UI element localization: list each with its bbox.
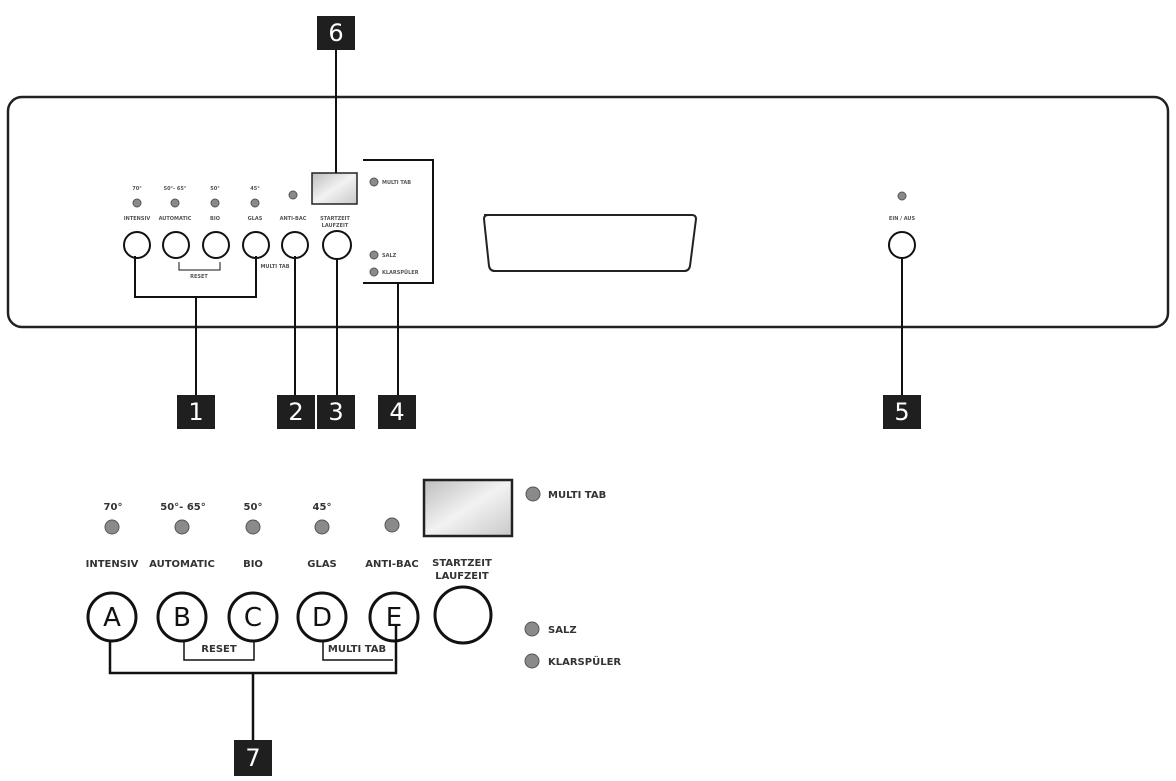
button-letter: A — [103, 603, 121, 633]
panel-program-label: BIO — [210, 216, 220, 222]
detail-led-multitab — [525, 486, 541, 502]
detail-display — [422, 478, 514, 538]
panel-display — [311, 172, 358, 205]
callout-badge-6 — [317, 16, 355, 50]
detail-program-label: ANTI-BAC — [365, 559, 419, 570]
detail-button-d[interactable] — [296, 591, 348, 643]
detail-indicator-label: KLARSPÜLER — [548, 654, 621, 668]
detail-led-intensiv — [104, 519, 120, 535]
detail-temp-label: 50°- 65° — [160, 502, 205, 513]
detail-led-klarspueler — [524, 653, 540, 669]
panel-button-automatic[interactable] — [162, 231, 190, 259]
callout-number: 7 — [245, 744, 260, 772]
detail-laufzeit-label: LAUFZEIT — [435, 571, 489, 582]
panel-program-label: AUTOMATIC — [159, 216, 192, 222]
detail-button-c[interactable] — [227, 591, 279, 643]
panel-led-multitab — [369, 177, 379, 187]
callout-number: 5 — [894, 398, 909, 426]
panel-multitab-label: MULTI TAB — [260, 264, 289, 270]
detail-program-label: INTENSIV — [86, 559, 139, 570]
callout-number: 4 — [389, 398, 404, 426]
button-letter: B — [173, 603, 191, 633]
detail-reset-label: RESET — [201, 644, 237, 655]
callout-badge-4 — [378, 395, 416, 429]
callout-number: 1 — [188, 398, 203, 426]
callout-badge-3 — [317, 395, 355, 429]
panel-led-klarspueler — [369, 267, 379, 277]
control-panel — [6, 95, 1170, 329]
detail-button-a[interactable] — [86, 591, 138, 643]
callout-number: 2 — [288, 398, 303, 426]
panel-button-glas[interactable] — [242, 231, 270, 259]
callout-badge-5 — [883, 395, 921, 429]
detail-led-automatic — [174, 519, 190, 535]
button-letter: D — [312, 603, 332, 633]
detail-led-anti-bac — [384, 517, 400, 533]
led-automatic — [170, 198, 180, 208]
led-bio — [210, 198, 220, 208]
led-intensiv — [132, 198, 142, 208]
callout-number: 3 — [328, 398, 343, 426]
panel-indicator-label: KLARSPÜLER — [382, 269, 419, 276]
detail-button-b[interactable] — [156, 591, 208, 643]
panel-temp-label: 45° — [250, 186, 260, 192]
detail-temp-label: 45° — [313, 502, 332, 513]
detail-multitab-bracket — [322, 642, 393, 661]
detail-temp-label: 50° — [244, 502, 263, 513]
panel-temp-label: 70° — [132, 186, 142, 192]
panel-startzeit-label: STARTZEIT — [320, 216, 350, 222]
panel-program-label: GLAS — [248, 216, 263, 222]
detail-indicator-label: SALZ — [548, 625, 577, 636]
callout-badge-2 — [277, 395, 315, 429]
panel-button-anti-bac[interactable] — [281, 231, 309, 259]
detail-led-salz — [524, 621, 540, 637]
detail-indicator-label: MULTI TAB — [548, 490, 606, 501]
power-led — [897, 191, 907, 201]
panel-led-salz — [369, 250, 379, 260]
panel-reset-label: RESET — [190, 274, 208, 280]
panel-program-label: INTENSIV — [124, 216, 151, 222]
detail-multitab-label: MULTI TAB — [328, 644, 386, 655]
led-glas — [250, 198, 260, 208]
panel-button-intensiv[interactable] — [123, 231, 151, 259]
panel-indicator-label: MULTI TAB — [382, 180, 411, 186]
detail-temp-label: 70° — [104, 502, 123, 513]
callout-number: 6 — [328, 19, 343, 47]
detail-startzeit-label: STARTZEIT — [432, 558, 492, 569]
detail-program-label: BIO — [243, 559, 263, 570]
detail-program-label: GLAS — [307, 559, 337, 570]
callout-badge-7 — [234, 740, 272, 776]
button-letter: E — [386, 603, 402, 633]
detail-reset-bracket — [183, 642, 255, 661]
detail-button-e[interactable] — [368, 591, 420, 643]
panel-reset-bracket — [178, 262, 221, 271]
detail-button-startzeit[interactable] — [433, 585, 493, 645]
led-anti-bac — [288, 190, 298, 200]
panel-button-startzeit[interactable] — [322, 230, 352, 260]
door-handle-recess — [482, 214, 698, 272]
panel-indicator-label: SALZ — [382, 253, 397, 259]
panel-program-label: ANTI-BAC — [280, 216, 307, 222]
panel-temp-label: 50°- 65° — [164, 186, 187, 192]
power-button[interactable] — [888, 231, 916, 259]
callout-badge-1 — [177, 395, 215, 429]
panel-temp-label: 50° — [210, 186, 220, 192]
detail-led-bio — [245, 519, 261, 535]
button-letter: C — [244, 603, 262, 633]
detail-program-label: AUTOMATIC — [149, 559, 215, 570]
power-label: EIN / AUS — [889, 216, 916, 222]
panel-button-bio[interactable] — [202, 231, 230, 259]
detail-led-glas — [314, 519, 330, 535]
panel-laufzeit-label: LAUFZEIT — [322, 223, 349, 229]
